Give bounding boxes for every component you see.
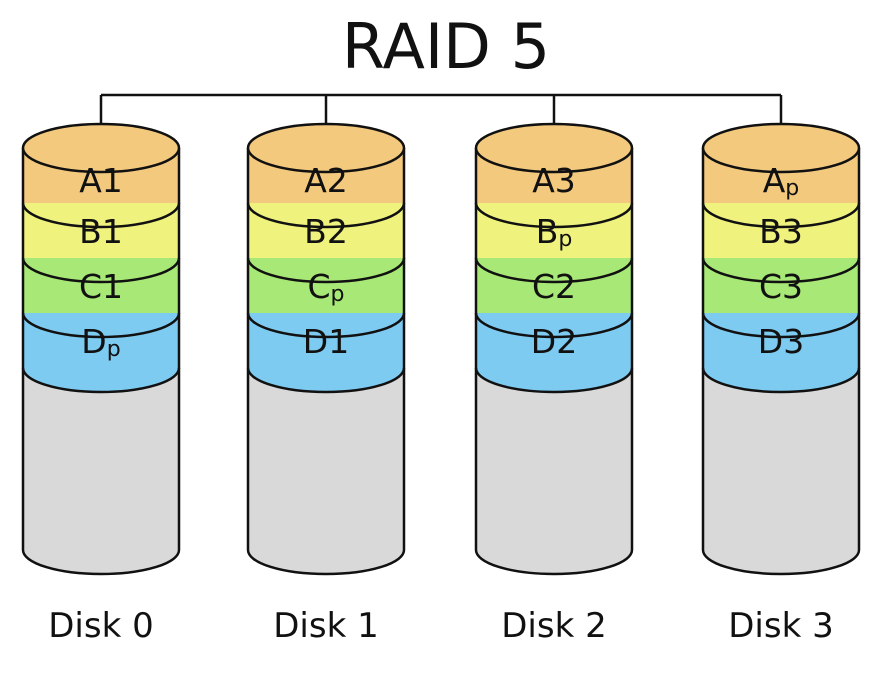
block-label: D1 — [303, 322, 349, 361]
block-label: C2 — [532, 267, 576, 306]
block-index: 2 — [555, 267, 576, 306]
band-separator — [474, 367, 634, 394]
block-label: Cp — [307, 267, 344, 307]
block-label: A3 — [532, 161, 576, 200]
block-letter: A — [763, 161, 786, 200]
disk-label: Disk 0 — [48, 606, 153, 646]
block-letter: D — [81, 322, 106, 361]
disk-label: Disk 2 — [501, 606, 606, 646]
parity-marker: p — [785, 176, 799, 201]
block-letter: C — [307, 267, 330, 306]
block-index: 3 — [783, 322, 804, 361]
block-label: Ap — [763, 161, 800, 201]
disk-outline — [246, 148, 406, 576]
block-label: A1 — [79, 161, 123, 200]
block-label: Dp — [81, 322, 120, 362]
block-label: D2 — [531, 322, 577, 361]
block-index: 1 — [102, 267, 123, 306]
disk-empty-space — [703, 368, 859, 574]
band-separator — [474, 202, 634, 229]
band-separator — [701, 202, 861, 229]
parity-marker: p — [558, 227, 572, 252]
disk-outline — [21, 148, 181, 576]
block-letter: C — [79, 267, 102, 306]
disk-empty-space — [476, 368, 632, 574]
disk-label: Disk 1 — [273, 606, 378, 646]
disk-top — [474, 122, 634, 174]
diagram-title: RAID 5 — [342, 10, 550, 83]
block-index: 1 — [328, 322, 349, 361]
disk-empty-space — [23, 368, 179, 574]
band-separator — [701, 367, 861, 394]
disk-top — [246, 122, 406, 174]
block-index: 3 — [555, 161, 576, 200]
block-label: C3 — [759, 267, 803, 306]
block-index: 1 — [102, 212, 123, 251]
block-label: A2 — [304, 161, 348, 200]
disk-top — [701, 122, 861, 174]
disk-top — [21, 122, 181, 174]
disk-outline — [474, 148, 634, 576]
block-letter: B — [536, 212, 559, 251]
band-separator — [246, 202, 406, 229]
disk-outline — [701, 148, 861, 576]
connector-lines — [99, 93, 783, 148]
block-index: 1 — [102, 161, 123, 200]
block-letter: C — [759, 267, 782, 306]
block-letter: B — [79, 212, 102, 251]
block-letter: D — [758, 322, 783, 361]
block-letter: B — [759, 212, 782, 251]
block-label: B3 — [759, 212, 803, 251]
parity-marker: p — [107, 337, 121, 362]
band-separator — [701, 312, 861, 339]
block-letter: B — [304, 212, 327, 251]
block-label: B2 — [304, 212, 348, 251]
band-separator — [21, 257, 181, 284]
block-index: 2 — [327, 212, 348, 251]
block-label: C1 — [79, 267, 123, 306]
block-index: 2 — [327, 161, 348, 200]
band-separator — [21, 202, 181, 229]
band-separator — [246, 312, 406, 339]
block-letter: D — [303, 322, 328, 361]
disk-label: Disk 3 — [728, 606, 833, 646]
band-separator — [246, 367, 406, 394]
block-label: Bp — [536, 212, 573, 252]
band-separator — [21, 312, 181, 339]
block-letter: A — [532, 161, 555, 200]
parity-marker: p — [331, 282, 345, 307]
band-separator — [474, 312, 634, 339]
band-separator — [701, 257, 861, 284]
block-letter: C — [532, 267, 555, 306]
band-separator — [246, 257, 406, 284]
block-label: D3 — [758, 322, 804, 361]
block-index: 3 — [782, 212, 803, 251]
block-letter: A — [79, 161, 102, 200]
band-separator — [21, 367, 181, 394]
band-separator — [474, 257, 634, 284]
block-label: B1 — [79, 212, 123, 251]
block-index: 2 — [556, 322, 577, 361]
block-letter: A — [304, 161, 327, 200]
block-index: 3 — [782, 267, 803, 306]
disk-empty-space — [248, 368, 404, 574]
block-letter: D — [531, 322, 556, 361]
